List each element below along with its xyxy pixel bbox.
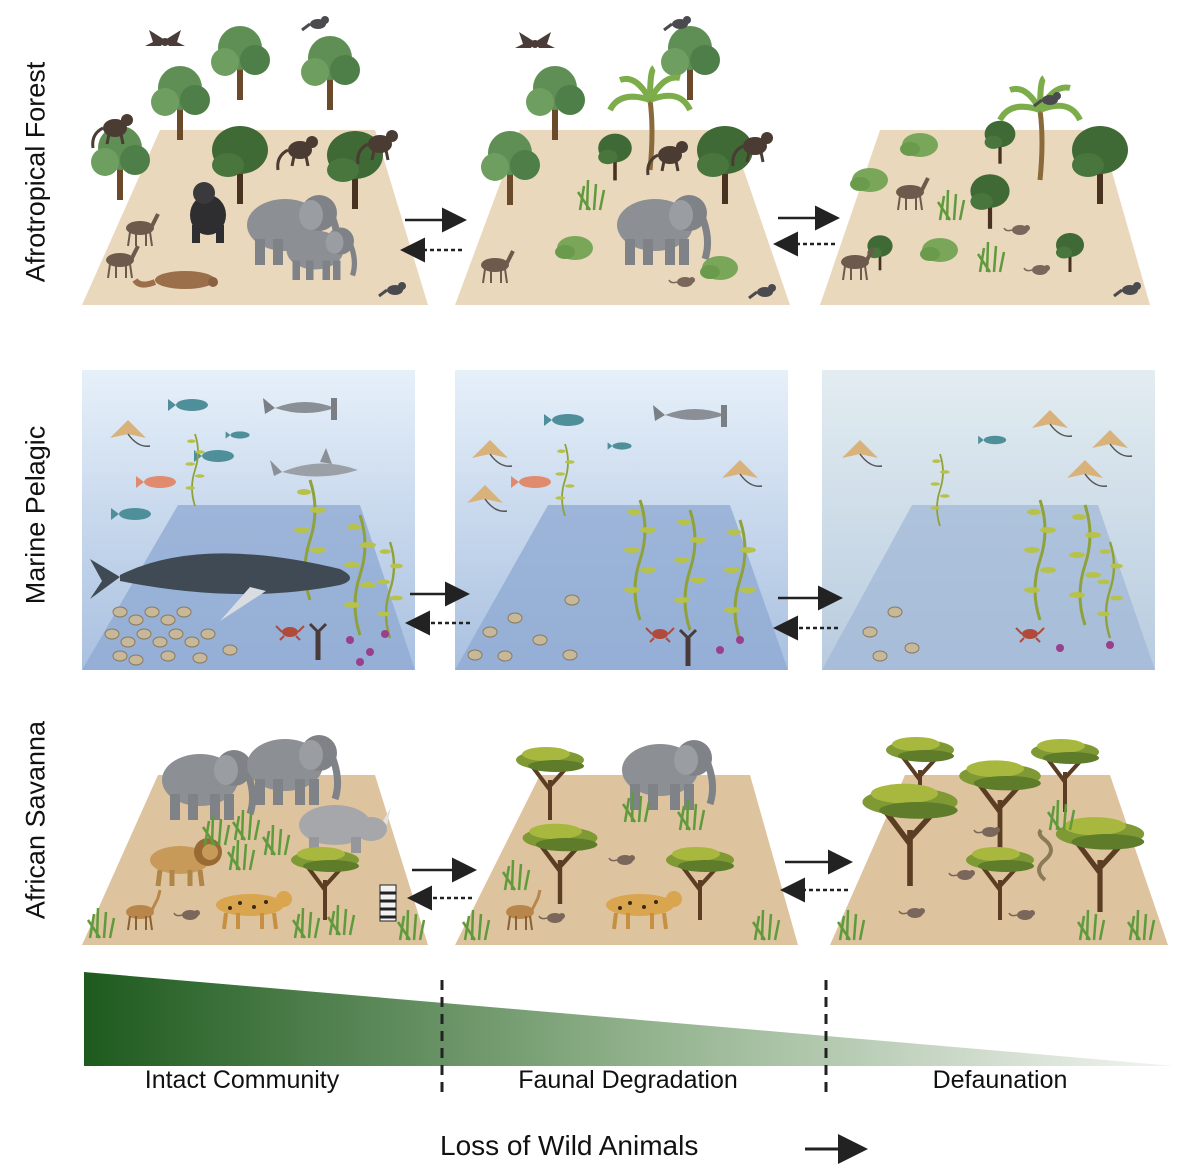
clam-icon — [872, 650, 888, 662]
forest-panel-3 — [820, 78, 1150, 305]
clam-icon — [562, 649, 578, 661]
urchin-icon — [736, 636, 744, 644]
clam-icon — [200, 628, 216, 640]
clam-icon — [482, 626, 498, 638]
savanna-panel-1 — [82, 735, 428, 945]
clam-icon — [144, 606, 160, 618]
clam-icon — [532, 634, 548, 646]
tree-icon — [526, 66, 585, 140]
urchin-icon — [716, 646, 724, 654]
marine-panel-3 — [822, 370, 1155, 670]
clam-icon — [128, 614, 144, 626]
bush-icon — [850, 168, 888, 192]
urchin-icon — [346, 636, 354, 644]
savanna-panel-3 — [830, 735, 1168, 945]
clam-icon — [887, 606, 903, 618]
clam-icon — [862, 626, 878, 638]
clam-icon — [136, 628, 152, 640]
savanna-panel-2 — [455, 740, 798, 945]
loss-gradient-wedge — [84, 972, 1175, 1066]
clam-icon — [104, 628, 120, 640]
urchin-icon — [1056, 644, 1064, 652]
clam-icon — [507, 612, 523, 624]
stage-label-defaunation: Defaunation — [932, 1066, 1068, 1094]
tree-icon — [151, 66, 210, 140]
clam-icon — [497, 650, 513, 662]
clam-icon — [184, 636, 200, 648]
urchin-icon — [381, 630, 389, 638]
stage-label-intact: Intact Community — [144, 1066, 340, 1094]
axis-label: Loss of Wild Animals — [440, 1130, 699, 1161]
clam-icon — [222, 644, 238, 656]
tree-icon — [661, 26, 720, 100]
clam-icon — [467, 649, 483, 661]
tree-icon — [211, 26, 270, 100]
clam-icon — [192, 652, 208, 664]
clam-icon — [904, 642, 920, 654]
clam-icon — [564, 594, 580, 606]
bat-icon — [515, 32, 555, 48]
zebra-icon — [378, 883, 398, 923]
marine-panel-2 — [455, 370, 788, 670]
clam-icon — [160, 614, 176, 626]
stage-label-degradation: Faunal Degradation — [518, 1066, 738, 1094]
bat-icon — [145, 30, 185, 46]
clam-icon — [112, 650, 128, 662]
forest-panel-1 — [82, 14, 428, 305]
tree-icon — [301, 36, 360, 110]
clam-icon — [160, 650, 176, 662]
forest-panel-2 — [455, 14, 790, 305]
urchin-icon — [356, 658, 364, 666]
clam-icon — [120, 636, 136, 648]
clam-icon — [112, 606, 128, 618]
clam-icon — [152, 636, 168, 648]
clam-icon — [128, 654, 144, 666]
bird-icon — [300, 14, 331, 32]
marine-panel-1 — [82, 370, 415, 670]
clam-icon — [168, 628, 184, 640]
urchin-icon — [1106, 641, 1114, 649]
clam-icon — [176, 606, 192, 618]
urchin-icon — [366, 648, 374, 656]
